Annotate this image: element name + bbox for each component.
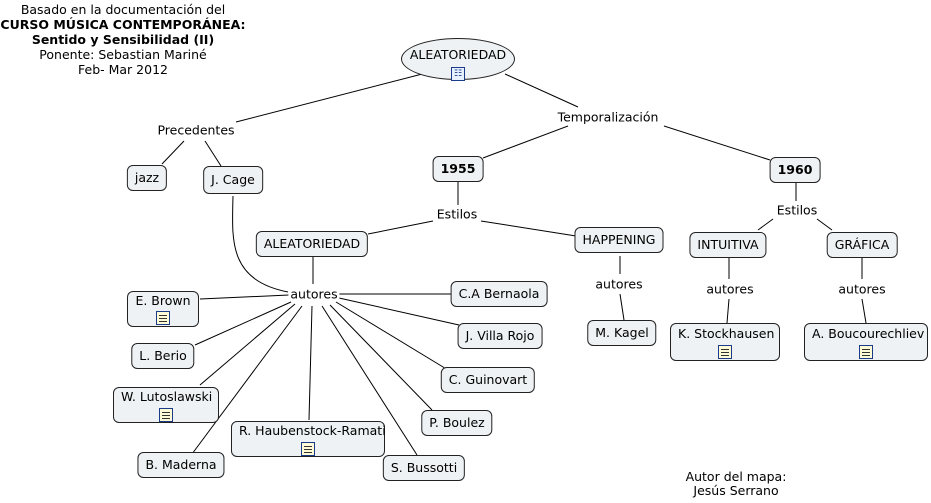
node-bernaola[interactable]: C.A Bernaola <box>450 281 548 307</box>
link-autores-grafica[interactable]: autores <box>836 281 888 297</box>
course-subtitle: Sentido y Sensibilidad (II) <box>31 32 215 47</box>
course-title: CURSO MÚSICA CONTEMPORÁNEA: <box>0 17 246 32</box>
node-berio[interactable]: L. Berio <box>131 343 195 369</box>
node-villa-rojo[interactable]: J. Villa Rojo <box>457 323 543 349</box>
node-jazz[interactable]: jazz <box>126 165 168 191</box>
document-icon[interactable] <box>159 408 173 422</box>
node-kagel[interactable]: M. Kagel <box>587 320 657 346</box>
node-1955[interactable]: 1955 <box>432 156 484 182</box>
node-stockhausen-label: K. Stockhausen <box>678 326 775 341</box>
concept-map-icon[interactable]: ☷ <box>451 67 465 81</box>
node-haubenstock-ramati-label: R. Haubenstock-Ramati <box>239 423 386 438</box>
node-lutoslawski-label: W. Lutoslawski <box>121 389 213 404</box>
link-autores-main[interactable]: autores <box>288 286 340 302</box>
map-author: Autor del mapa: Jesús Serrano <box>656 470 816 498</box>
node-1960[interactable]: 1960 <box>769 157 821 183</box>
node-boulez[interactable]: P. Boulez <box>421 410 493 436</box>
node-stockhausen[interactable]: K. Stockhausen <box>670 323 780 361</box>
node-grafica[interactable]: GRÁFICA <box>826 232 898 258</box>
document-icon[interactable] <box>301 442 315 456</box>
speaker: Ponente: Sebastian Mariné <box>39 47 207 62</box>
node-maderna[interactable]: B. Maderna <box>137 452 225 478</box>
node-intuitiva[interactable]: INTUITIVA <box>689 232 767 258</box>
source-line-1: Basado en la documentación del <box>20 2 226 17</box>
link-temporalizacion[interactable]: Temporalización <box>555 109 661 125</box>
map-author-label: Autor del mapa: <box>685 469 787 484</box>
date-range: Feb- Mar 2012 <box>78 62 168 77</box>
node-bussotti[interactable]: S. Bussotti <box>382 455 466 481</box>
node-guinovart[interactable]: C. Guinovart <box>440 367 536 393</box>
node-aleatoriedad-1955[interactable]: ALEATORIEDAD <box>255 231 369 257</box>
document-icon[interactable] <box>718 345 732 359</box>
node-brown-label: E. Brown <box>135 293 191 308</box>
document-icon[interactable] <box>859 345 873 359</box>
link-estilos-1960[interactable]: Estilos <box>774 202 820 218</box>
document-icon[interactable] <box>156 311 170 325</box>
node-happening[interactable]: HAPPENING <box>574 227 664 253</box>
node-cage[interactable]: J. Cage <box>203 166 263 194</box>
link-autores-happening[interactable]: autores <box>593 276 645 292</box>
source-header: Basado en la documentación del CURSO MÚS… <box>0 2 246 77</box>
node-lutoslawski[interactable]: W. Lutoslawski <box>113 387 219 423</box>
node-boucourechliev-label: A. Boucourechliev <box>812 326 925 341</box>
node-haubenstock-ramati[interactable]: R. Haubenstock-Ramati <box>231 421 386 457</box>
link-estilos-1955[interactable]: Estilos <box>434 206 480 222</box>
node-root[interactable]: ALEATORIEDAD <box>401 38 515 80</box>
node-root-label: ALEATORIEDAD <box>409 47 507 62</box>
link-precedentes[interactable]: Precedentes <box>155 122 237 138</box>
link-autores-intuitiva[interactable]: autores <box>704 281 756 297</box>
map-author-name: Jesús Serrano <box>693 483 779 498</box>
